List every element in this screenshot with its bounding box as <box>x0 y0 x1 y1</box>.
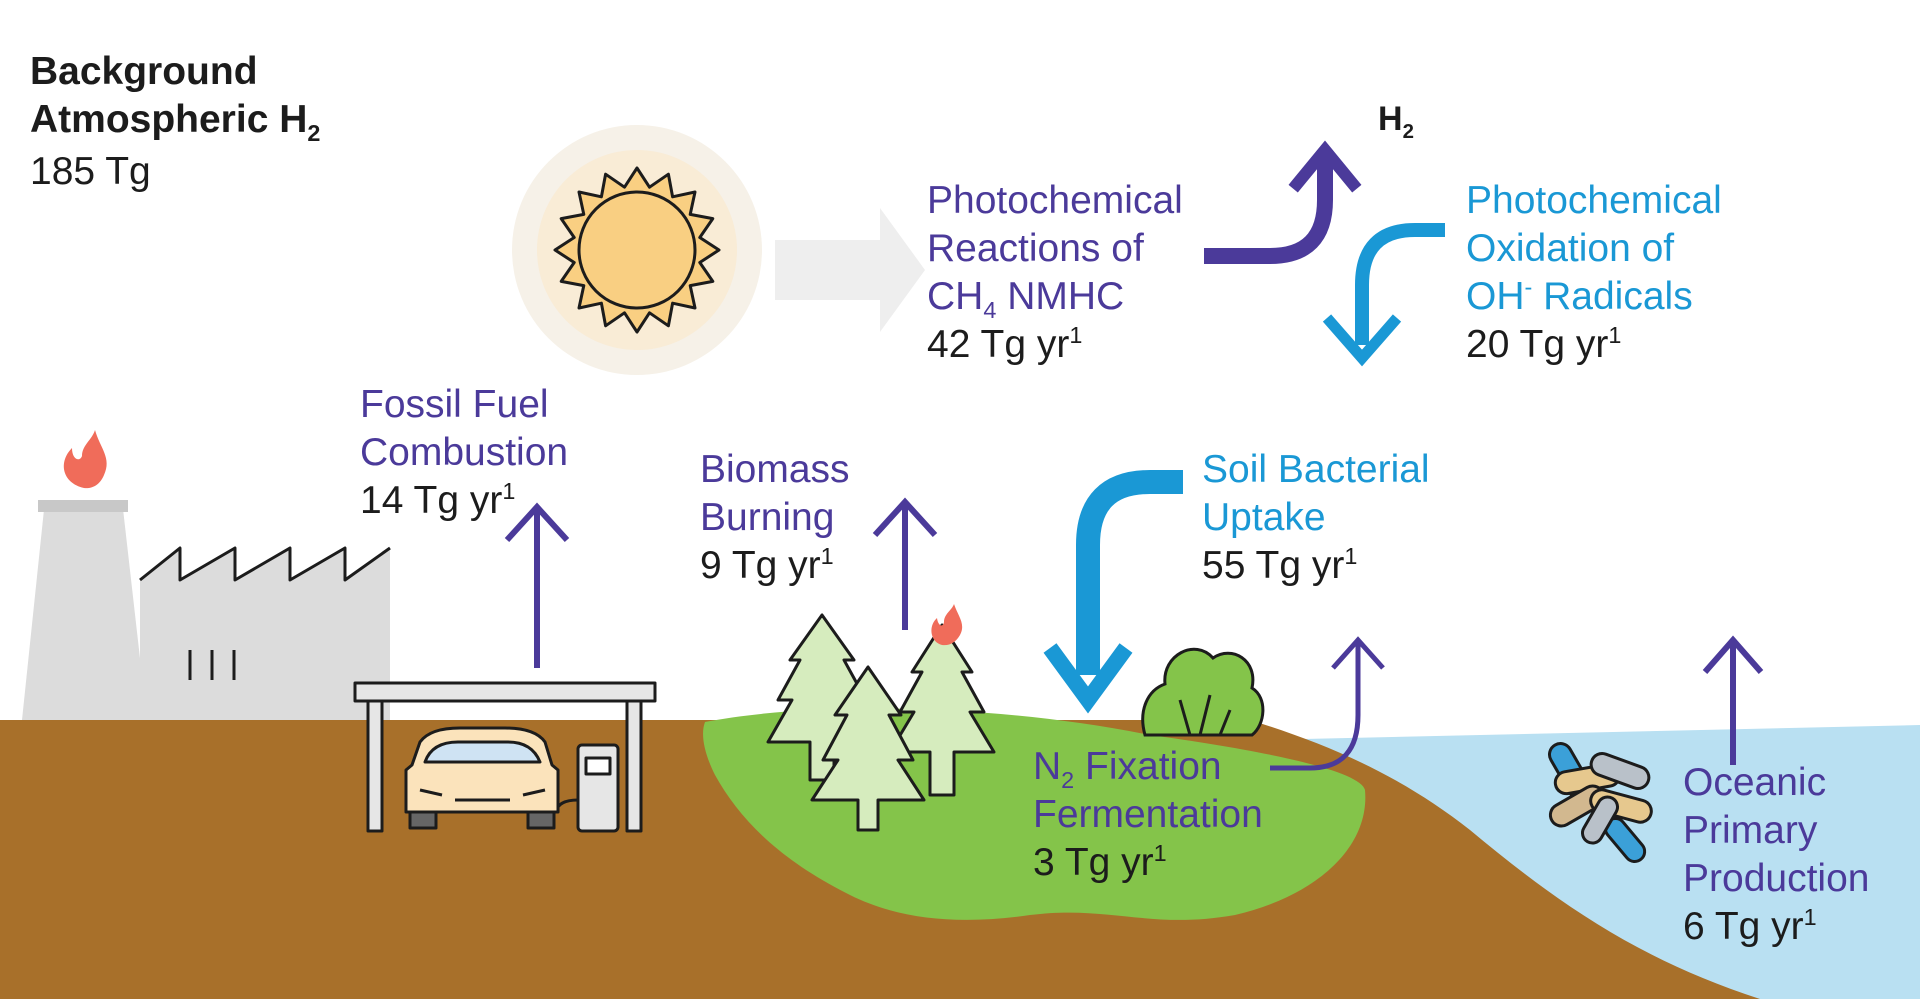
fossil-fuel-value: 14 Tg yr1 <box>360 477 568 525</box>
photochem-reactions-value: 42 Tg yr1 <box>927 321 1183 369</box>
photochem-reactions-line1: Photochemical <box>927 179 1183 222</box>
photochem-reactions-line3-a: CH <box>927 275 984 318</box>
biomass-value-text: 9 Tg yr <box>700 544 821 587</box>
n2-fixation-value: 3 Tg yr1 <box>1033 839 1263 887</box>
photochem-reactions-value-text: 42 Tg yr <box>927 323 1070 366</box>
biomass-value: 9 Tg yr1 <box>700 542 850 590</box>
n2-fixation-line1-sub: 2 <box>1061 766 1075 793</box>
fossil-fuel-line2: Combustion <box>360 431 569 474</box>
biomass-line1: Biomass <box>700 448 850 491</box>
oceanic-value-sup: 1 <box>1803 904 1817 930</box>
photochem-oxidation-line3-a: OH <box>1466 275 1525 318</box>
biomass-label: Biomass Burning 9 Tg yr1 <box>700 446 850 590</box>
tree-icons <box>766 604 996 832</box>
biomass-line2: Burning <box>700 496 835 539</box>
fossil-fuel-value-sup: 1 <box>502 478 516 504</box>
soil-uptake-value: 55 Tg yr1 <box>1202 542 1430 590</box>
photochem-oxidation-line1: Photochemical <box>1466 179 1722 222</box>
soil-uptake-label: Soil Bacterial Uptake 55 Tg yr1 <box>1202 446 1430 590</box>
oceanic-line3: Production <box>1683 857 1870 900</box>
factory-icon <box>22 430 391 720</box>
fossil-fuel-value-text: 14 Tg yr <box>360 479 503 522</box>
gas-station-icon <box>353 681 657 833</box>
bush-icon <box>1141 647 1265 737</box>
ocean <box>1260 725 1920 999</box>
background-value: 185 Tg <box>30 150 151 193</box>
n2-fixation-line2: Fermentation <box>1033 793 1263 836</box>
photochem-oxidation-line3-b: Radicals <box>1532 275 1693 318</box>
soil-uptake-arrow <box>1043 470 1183 714</box>
photochem-oxidation-value-sup: 1 <box>1608 322 1622 348</box>
soil-uptake-line1: Soil Bacterial <box>1202 448 1430 491</box>
oxidation-sink-arrow <box>1322 223 1445 367</box>
n2-fixation-line1-a: N <box>1033 745 1062 788</box>
car-icon <box>404 726 560 830</box>
background-title: Background Atmospheric H2 <box>30 48 320 144</box>
background-title-line1: Background <box>30 50 258 93</box>
h2-label-text: H <box>1378 100 1403 138</box>
n2-fixation-value-sup: 1 <box>1153 840 1167 866</box>
n2-fixation-line1: N2 Fixation <box>1033 743 1263 791</box>
fossil-fuel-arrow <box>504 502 570 668</box>
soil-uptake-line2: Uptake <box>1202 496 1326 539</box>
biomass-arrow <box>872 497 938 630</box>
background-title-sub: 2 <box>307 119 321 146</box>
h2-label: H2 <box>1378 95 1414 143</box>
photochem-oxidation-value: 20 Tg yr1 <box>1466 321 1722 369</box>
background-title-line2: Atmospheric H2 <box>30 96 320 144</box>
photochem-reactions-line3: CH4 NMHC <box>927 273 1183 321</box>
photochem-oxidation-line3: OH- Radicals <box>1466 273 1722 321</box>
fossil-fuel-line1: Fossil Fuel <box>360 383 549 426</box>
sun-icon <box>512 125 762 375</box>
microbe-icons <box>1548 742 1653 863</box>
h2-label-sub: 2 <box>1402 120 1414 143</box>
oceanic-arrow <box>1702 635 1764 765</box>
soil-uptake-value-sup: 1 <box>1344 543 1358 569</box>
photochem-reactions-value-sup: 1 <box>1069 322 1083 348</box>
fossil-fuel-label: Fossil Fuel Combustion 14 Tg yr1 <box>360 381 568 525</box>
sunlight-arrow <box>775 208 925 332</box>
soil-uptake-value-text: 55 Tg yr <box>1202 544 1345 587</box>
h2-rise-arrow <box>1204 140 1362 264</box>
n2-fixation-arrow <box>1270 636 1385 771</box>
photochem-reactions-line3-sub: 4 <box>983 296 997 323</box>
n2-fixation-label: N2 Fixation Fermentation 3 Tg yr1 <box>1033 743 1263 887</box>
photochem-oxidation-value-text: 20 Tg yr <box>1466 323 1609 366</box>
n2-fixation-value-text: 3 Tg yr <box>1033 841 1154 884</box>
photochem-oxidation-line2: Oxidation of <box>1466 227 1675 270</box>
biomass-value-sup: 1 <box>820 543 834 569</box>
photochem-oxidation-label: Photochemical Oxidation of OH- Radicals … <box>1466 177 1722 369</box>
oceanic-value-text: 6 Tg yr <box>1683 905 1804 948</box>
oceanic-value: 6 Tg yr1 <box>1683 903 1869 951</box>
photochem-reactions-line3-b: NMHC <box>996 275 1125 318</box>
photochem-reactions-line2: Reactions of <box>927 227 1144 270</box>
photochem-reactions-label: Photochemical Reactions of CH4 NMHC 42 T… <box>927 177 1183 369</box>
n2-fixation-line1-b: Fixation <box>1074 745 1222 788</box>
photochem-oxidation-line3-sup: - <box>1524 274 1533 300</box>
oceanic-line2: Primary <box>1683 809 1818 852</box>
oceanic-label: Oceanic Primary Production 6 Tg yr1 <box>1683 759 1869 951</box>
oceanic-line1: Oceanic <box>1683 761 1827 804</box>
background-title-line2-text: Atmospheric H <box>30 98 308 141</box>
